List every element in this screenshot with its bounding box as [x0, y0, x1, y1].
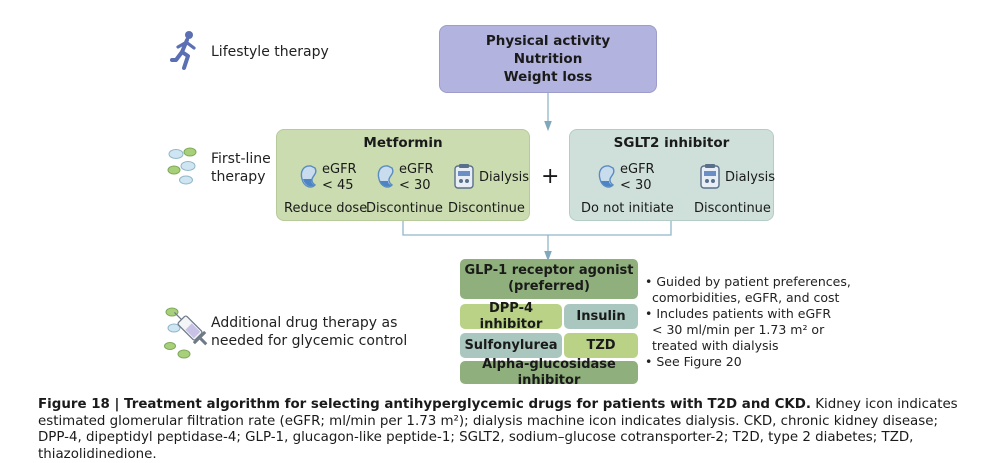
sglt2-dialysis: Dialysis	[725, 170, 776, 185]
glp1-box: GLP-1 receptor agonist (preferred)	[460, 259, 638, 299]
metformin-egfr-45: eGFR < 45	[322, 162, 357, 193]
pills-icon	[166, 146, 202, 190]
note-line: < 30 ml/min per 1.73 m² or	[652, 322, 825, 337]
metformin-action-discontinue: Discontinue	[366, 201, 443, 216]
glp1-preferred: (preferred)	[508, 279, 590, 294]
dialysis-machine-icon	[453, 163, 475, 195]
metformin-action-discontinue-dialysis: Discontinue	[448, 201, 525, 216]
first-line-label: First-line therapy	[211, 150, 271, 186]
alpha-glucosidase-box: Alpha-glucosidase inhibitor	[460, 357, 638, 388]
figure-caption: Figure 18 | Treatment algorithm for sele…	[38, 397, 968, 463]
lifestyle-box: Physical activity Nutrition Weight loss	[439, 25, 657, 93]
note-line: comorbidities, eGFR, and cost	[652, 290, 840, 305]
sglt2-action-do-not-initiate: Do not initiate	[581, 201, 674, 216]
additional-label-line1: Additional drug therapy as	[211, 315, 398, 331]
metformin-title: Metformin	[363, 135, 443, 151]
first-line-label-line2: therapy	[211, 169, 266, 185]
additional-therapy-label: Additional drug therapy as needed for gl…	[211, 314, 407, 350]
lifestyle-item: Physical activity	[485, 33, 611, 49]
metformin-box: Metformin eGFR < 45 Reduce dose eGFR < 3…	[276, 129, 530, 221]
kidney-icon	[299, 164, 319, 194]
note-line: • Guided by patient preferences,	[645, 274, 851, 289]
kidney-icon	[376, 164, 396, 194]
metformin-action-reduce-dose: Reduce dose	[284, 201, 368, 216]
caption-title: Figure 18 | Treatment algorithm for sele…	[38, 397, 812, 412]
lifestyle-item: Nutrition	[513, 51, 583, 67]
metformin-egfr-30: eGFR < 30	[399, 162, 434, 193]
sglt2-box: SGLT2 inhibitor eGFR < 30 Do not initiat…	[569, 129, 776, 221]
runner-icon	[170, 30, 200, 76]
note-line: • See Figure 20	[645, 354, 742, 369]
notes-list: • Guided by patient preferences, comorbi…	[645, 274, 851, 370]
lifestyle-label: Lifestyle therapy	[211, 44, 329, 60]
caption-text: Kidney icon indicates estimated glomerul…	[38, 397, 958, 462]
dialysis-machine-icon	[699, 163, 721, 195]
kidney-icon	[597, 164, 617, 194]
glp1-label: GLP-1 receptor agonist	[464, 263, 634, 278]
metformin-dialysis: Dialysis	[479, 170, 530, 185]
tzd-box: TZD	[564, 333, 638, 358]
additional-label-line2: needed for glycemic control	[211, 333, 408, 349]
sglt2-action-discontinue: Discontinue	[694, 201, 771, 216]
plus-sign: +	[541, 164, 560, 189]
note-line: • Includes patients with eGFR	[645, 306, 832, 321]
lifestyle-item: Weight loss	[503, 69, 593, 85]
syringe-and-pills-icon	[164, 302, 208, 364]
sglt2-title: SGLT2 inhibitor	[613, 135, 730, 151]
first-line-label-line1: First-line	[211, 151, 271, 167]
sglt2-egfr-30: eGFR < 30	[620, 162, 655, 193]
sulfonylurea-box: Sulfonylurea	[460, 333, 562, 358]
insulin-box: Insulin	[564, 304, 638, 329]
note-line: treated with dialysis	[652, 338, 779, 353]
dpp4-box: DPP-4 inhibitor	[460, 301, 562, 332]
